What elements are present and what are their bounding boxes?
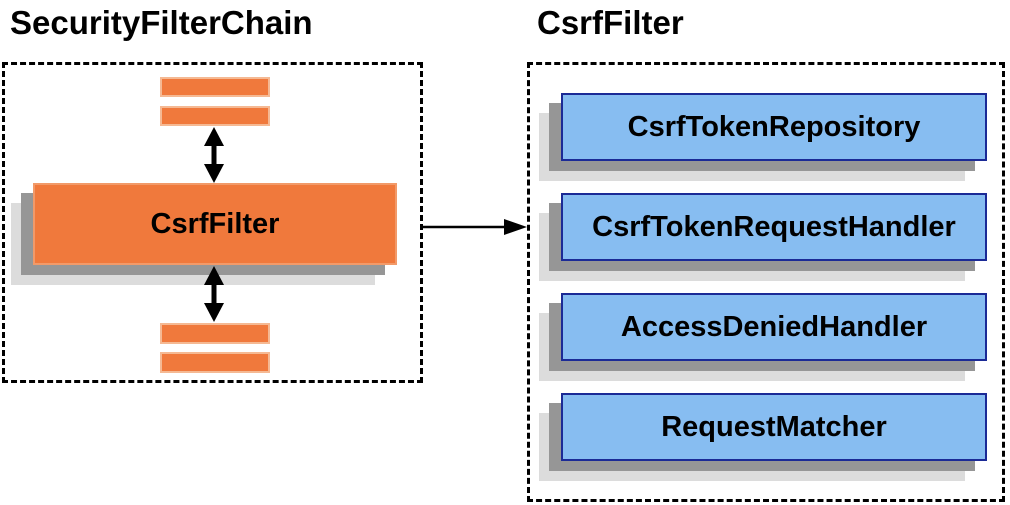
filter-placeholder-bar-top-2 [160,106,270,126]
security-filter-chain-title: SecurityFilterChain [10,4,313,41]
component-box-csrf-token-repository: CsrfTokenRepository [561,93,987,161]
right-arrow-icon [423,219,527,235]
csrf-filter-box: CsrfFilter [33,183,397,265]
csrf-filter-panel-title: CsrfFilter [537,4,684,41]
csrf-filter-container [527,62,1005,502]
double-headed-arrow-icon [204,127,224,183]
component-box-request-matcher: RequestMatcher [561,393,987,461]
filter-placeholder-bar-bottom-2 [160,352,270,373]
component-box-access-denied-handler: AccessDeniedHandler [561,293,987,361]
component-box-csrf-token-request-handler: CsrfTokenRequestHandler [561,193,987,261]
filter-placeholder-bar-top-1 [160,77,270,97]
double-headed-arrow-icon [204,266,224,322]
filter-placeholder-bar-bottom-1 [160,323,270,344]
security-filter-chain-container [2,62,423,383]
